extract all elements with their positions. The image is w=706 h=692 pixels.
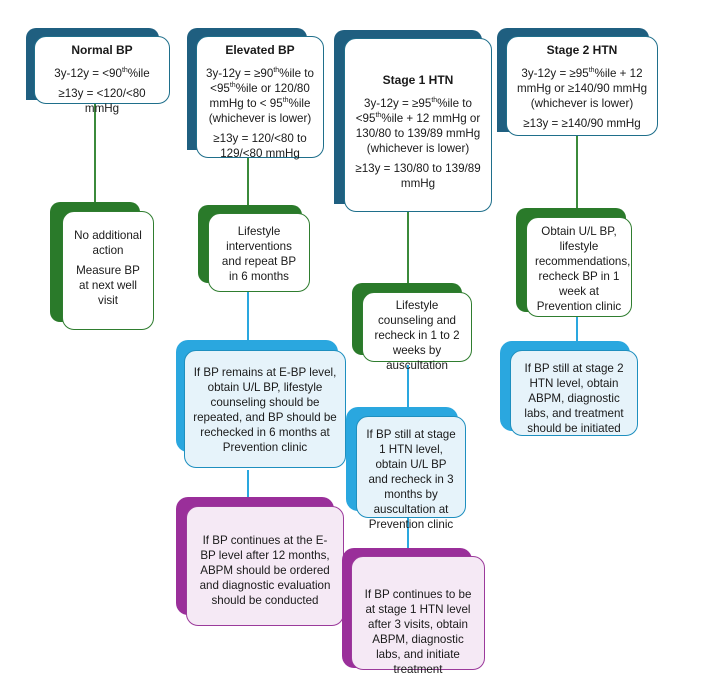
elevated-bp-header-box: Elevated BP 3y-12y = ≥90th%ile to <95th%… xyxy=(196,36,324,160)
connector-elevated-2 xyxy=(247,290,249,342)
stage1-htn-header-box: Stage 1 HTN 3y-12y = ≥95th%ile to <95th%… xyxy=(344,38,492,212)
connector-elevated-3 xyxy=(247,470,249,498)
stage2-htn-criteria-child: 3y-12y = ≥95th%ile + 12 mmHg or ≥140/90 … xyxy=(516,67,648,110)
normal-bp-action-box: No additional action Measure BP at next … xyxy=(62,211,154,330)
stage1-htn-heading: Stage 1 HTN xyxy=(382,73,454,87)
elevated-bp-followup-box: If BP remains at E-BP level, obtain U/L … xyxy=(184,350,346,468)
connector-stage1-3 xyxy=(407,518,409,548)
elevated-bp-criteria-teen: ≥13y = 120/<80 to 129/<80 mmHg xyxy=(213,132,307,160)
stage1-htn-final-box: If BP continues to be at stage 1 HTN lev… xyxy=(351,556,485,676)
stage2-htn-heading: Stage 2 HTN xyxy=(546,43,618,57)
stage1-htn-action-box: Lifestyle counseling and recheck in 1 to… xyxy=(362,292,472,372)
stage1-htn-criteria-teen: ≥13y = 130/80 to 139/89 mmHg xyxy=(355,162,481,190)
stage2-htn-followup-text: If BP still at stage 2 HTN level, obtain… xyxy=(524,362,624,435)
elevated-bp-criteria-child: 3y-12y = ≥90th%ile to <95th%ile or 120/8… xyxy=(206,67,314,125)
elevated-bp-action-1: Lifestyle interventions and repeat BP in… xyxy=(221,225,297,283)
normal-bp-heading: Normal BP xyxy=(71,43,133,57)
normal-bp-criteria-child: 3y-12y = <90th%ile xyxy=(54,67,150,80)
connector-stage2-1 xyxy=(576,135,578,211)
connector-stage1-2 xyxy=(407,365,409,407)
connector-elevated-1 xyxy=(247,155,249,207)
connector-normal xyxy=(94,103,96,205)
elevated-bp-heading: Elevated BP xyxy=(225,43,295,57)
stage2-htn-criteria-teen: ≥13y = ≥140/90 mmHg xyxy=(523,117,641,130)
stage1-htn-criteria-child: 3y-12y = ≥95th%ile to <95th%ile + 12 mmH… xyxy=(355,97,481,155)
elevated-bp-action-box: Lifestyle interventions and repeat BP in… xyxy=(208,213,310,292)
stage2-htn-header-box: Stage 2 HTN 3y-12y = ≥95th%ile + 12 mmHg… xyxy=(506,36,658,136)
stage1-htn-followup-box: If BP still at stage 1 HTN level, obtain… xyxy=(356,416,466,531)
stage2-htn-action-box: Obtain U/L BP, lifestyle recommendations… xyxy=(526,217,632,317)
elevated-bp-final-text: If BP continues at the E-BP level after … xyxy=(199,534,331,607)
normal-bp-header-box: Normal BP 3y-12y = <90th%ile ≥13y = <120… xyxy=(34,36,170,115)
stage1-htn-final-text: If BP continues to be at stage 1 HTN lev… xyxy=(364,588,472,676)
elevated-bp-followup-text: If BP remains at E-BP level, obtain U/L … xyxy=(193,366,337,454)
stage1-htn-action-1: Lifestyle counseling and recheck in 1 to… xyxy=(374,299,460,372)
stage1-htn-followup-text: If BP still at stage 1 HTN level, obtain… xyxy=(366,428,456,531)
normal-bp-action-2: Measure BP at next well visit xyxy=(76,264,140,307)
connector-stage2-2 xyxy=(576,317,578,343)
normal-bp-action-1: No additional action xyxy=(74,229,142,257)
stage2-htn-followup-box: If BP still at stage 2 HTN level, obtain… xyxy=(510,350,638,436)
elevated-bp-final-box: If BP continues at the E-BP level after … xyxy=(186,506,344,626)
normal-bp-criteria-teen: ≥13y = <120/<80 mmHg xyxy=(58,87,146,115)
connector-stage1-1 xyxy=(407,212,409,284)
stage2-htn-action-1: Obtain U/L BP, lifestyle recommendations… xyxy=(535,225,631,313)
